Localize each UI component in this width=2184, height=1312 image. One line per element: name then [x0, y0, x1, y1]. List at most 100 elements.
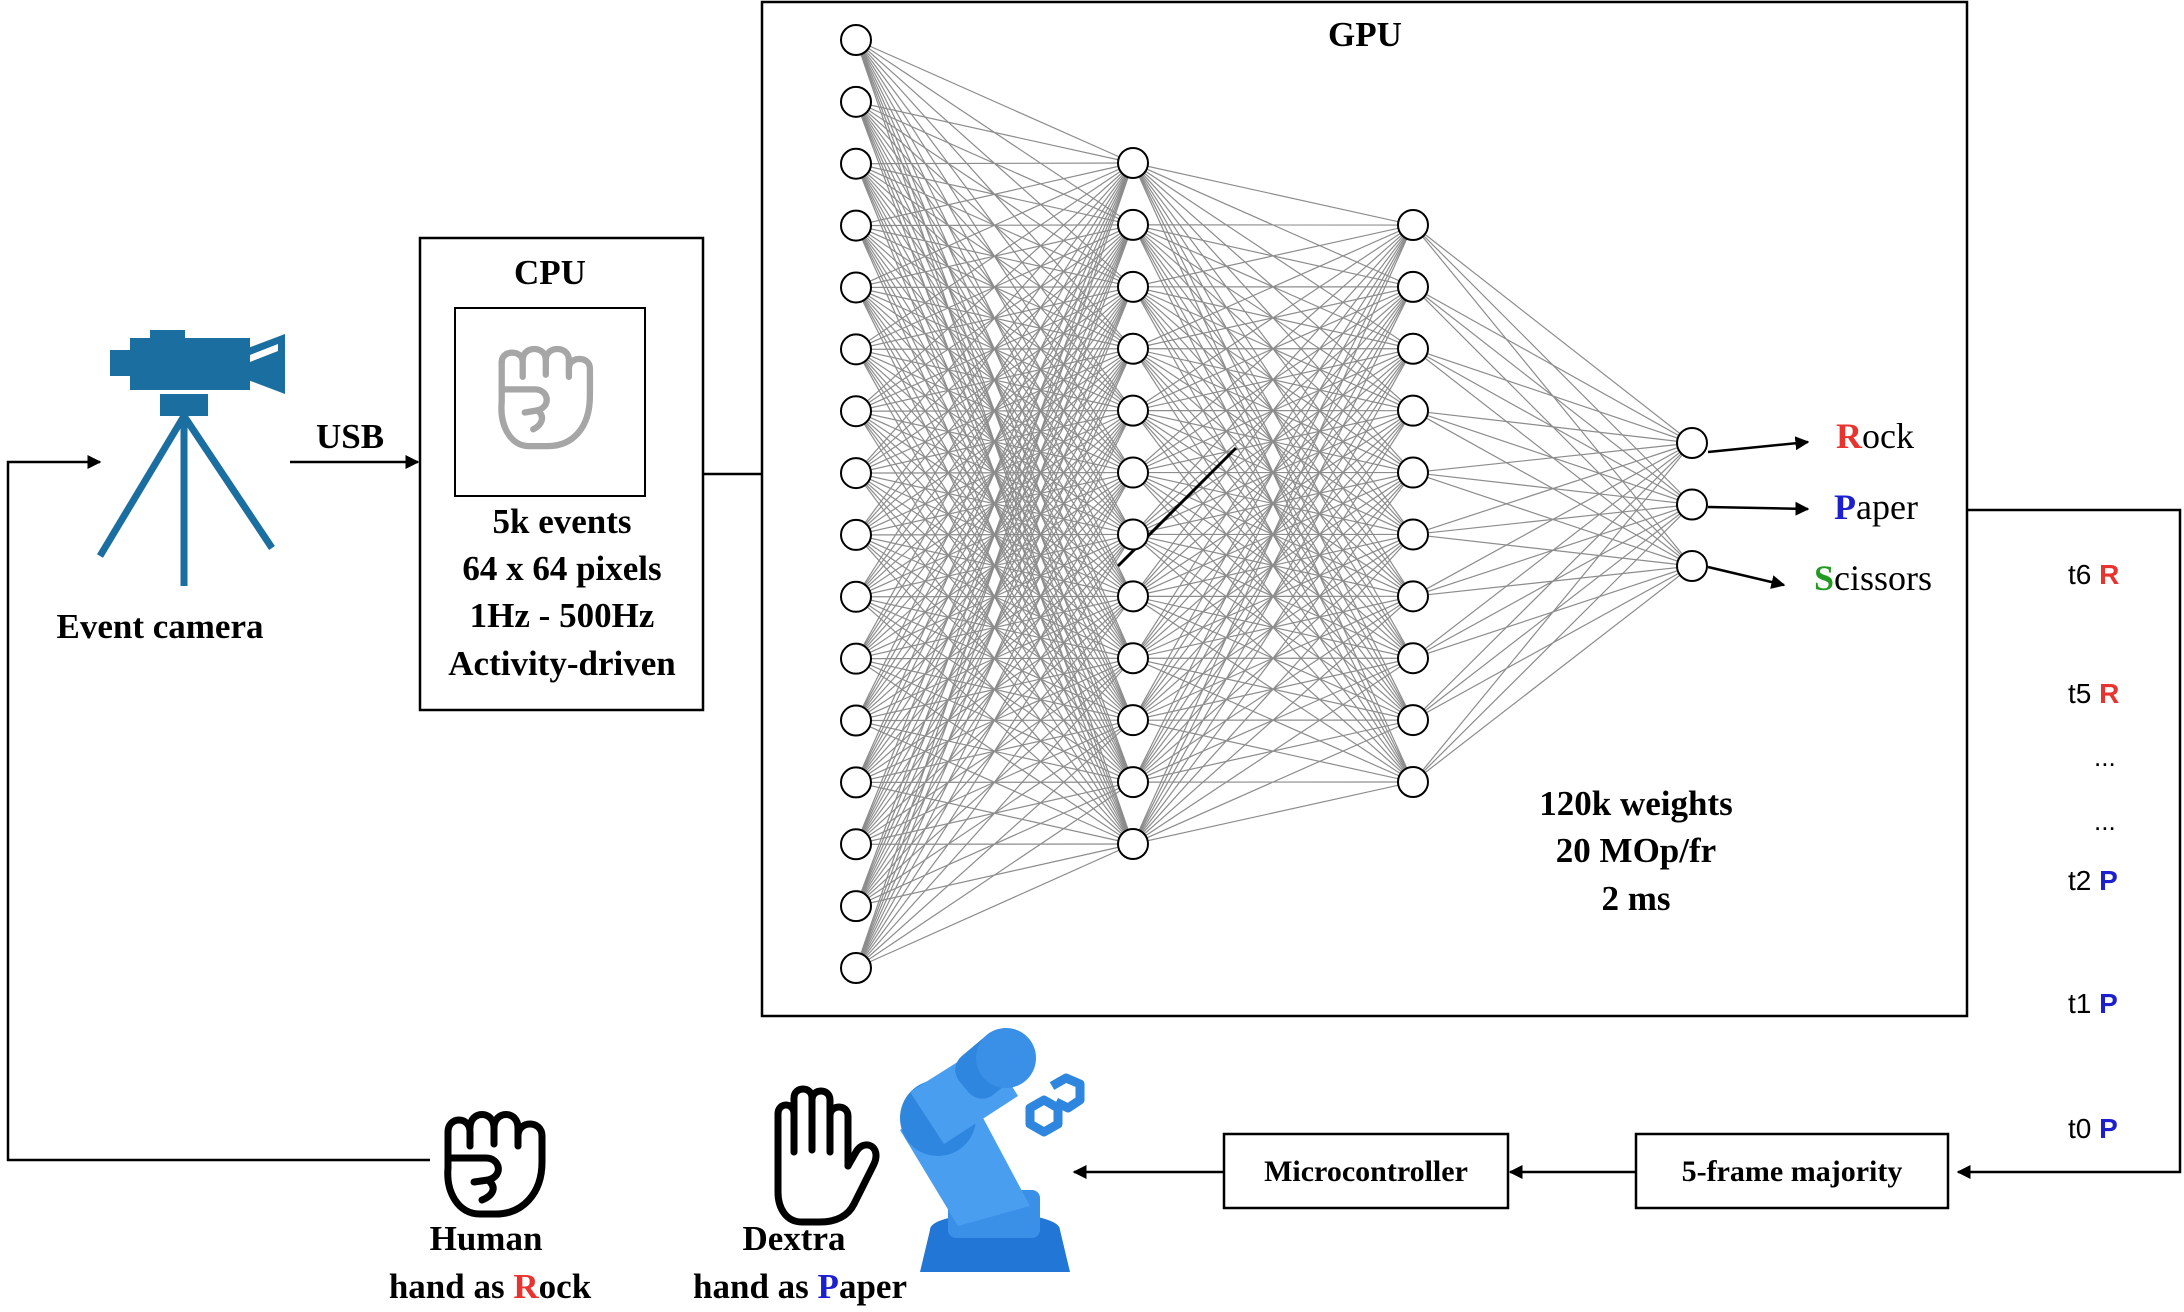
neuron	[1397, 766, 1429, 798]
neuron	[1397, 642, 1429, 675]
network-connection	[1132, 657, 1414, 845]
network-connection	[1412, 224, 1693, 444]
neuron	[1117, 270, 1149, 303]
timeline-time: t0	[2068, 1113, 2091, 1144]
network-connection	[855, 162, 1134, 969]
cpu-event-frame	[454, 307, 646, 497]
majority-label: 5-frame majority	[1682, 1155, 1903, 1188]
network-connection	[855, 162, 1134, 412]
network-connection	[1412, 442, 1693, 597]
network-connection	[1132, 348, 1414, 845]
network-connection	[1412, 442, 1693, 721]
network-connection	[855, 162, 1134, 536]
neuron	[840, 952, 872, 984]
neuron	[840, 85, 872, 118]
output-arrow-rock	[1707, 436, 1810, 454]
neuron	[840, 890, 872, 923]
network-connection	[855, 410, 1134, 969]
human-rest: ock	[539, 1267, 592, 1306]
network-connection	[855, 39, 1134, 164]
neural-network-connections	[855, 39, 1693, 969]
network-connection	[1412, 348, 1693, 444]
neuron	[1397, 209, 1429, 241]
output-arrow-paper	[1707, 501, 1810, 516]
network-connection	[1132, 224, 1414, 412]
neuron	[1117, 704, 1149, 737]
timeline-ellipsis: ...	[2094, 742, 2116, 772]
neuron	[840, 209, 872, 242]
dextra-initial: P	[818, 1267, 839, 1306]
cpu-line-frequency: 1Hz - 500Hz	[470, 596, 655, 635]
robot-arm-icon	[900, 1028, 1085, 1272]
prediction-timeline: t6 R t5 R ... ... t2 P t1 P t0 P	[2068, 559, 2119, 1144]
network-connection	[1412, 442, 1693, 474]
neuron	[1397, 394, 1429, 427]
output-neuron	[1676, 488, 1708, 521]
network-connection	[1132, 534, 1414, 845]
timeline-label: P	[2099, 1113, 2118, 1144]
neuron	[1397, 580, 1429, 613]
neuron	[840, 704, 872, 737]
timeline-entry: t2 P	[2068, 865, 2118, 896]
neuron	[1397, 456, 1429, 489]
microcontroller-box	[1222, 1132, 1510, 1210]
network-connection	[1412, 410, 1693, 444]
network-connection	[855, 534, 1134, 969]
timeline-ellipsis: ...	[2094, 806, 2116, 836]
network-connection	[1132, 224, 1414, 350]
neuron	[1397, 270, 1429, 303]
network-connection	[1132, 224, 1414, 721]
network-connection	[855, 781, 1134, 969]
network-connection	[855, 472, 1134, 969]
output-label-rock: Rock	[1836, 416, 1914, 456]
neuron	[1117, 518, 1149, 551]
network-connection	[1132, 472, 1414, 845]
microcontroller-label: Microcontroller	[1264, 1155, 1468, 1188]
network-connection	[855, 596, 1134, 969]
output-neuron	[1676, 427, 1708, 459]
timeline-time: t5	[2068, 678, 2091, 709]
network-connection	[1132, 224, 1414, 845]
output-label-paper: Paper	[1834, 487, 1918, 527]
neuron	[840, 642, 872, 675]
network-connection	[855, 224, 1134, 969]
cpu-line-resolution: 64 x 64 pixels	[462, 549, 661, 588]
network-connection	[855, 162, 1134, 165]
human-prefix: hand as	[389, 1267, 514, 1306]
output-neuron	[1676, 550, 1708, 582]
gpu-stat-ops: 20 MOp/fr	[1556, 831, 1716, 870]
network-connection	[855, 162, 1134, 227]
dextra-prefix: hand as	[693, 1267, 818, 1306]
human-label-line1: Human	[430, 1219, 543, 1258]
network-connection	[1132, 595, 1414, 845]
human-to-camera-path	[6, 455, 430, 1162]
gpu-to-majority-path	[1956, 508, 2182, 1179]
timeline-entry: t5 R	[2068, 678, 2119, 709]
neuron	[840, 828, 872, 861]
neuron	[840, 271, 872, 304]
network-connection	[1132, 719, 1414, 845]
cpu-line-events: 5k events	[492, 502, 631, 541]
network-connection	[855, 162, 1134, 659]
output-rest-scissors: cissors	[1834, 558, 1932, 598]
timeline-entry: t6 R	[2068, 559, 2119, 590]
network-connection	[855, 348, 1134, 969]
human-label-line2: hand as Rock	[389, 1267, 592, 1306]
network-connection	[855, 162, 1134, 845]
gpu-stat-weights: 120k weights	[1539, 784, 1733, 823]
neuron	[1117, 394, 1149, 427]
network-connection	[1412, 286, 1693, 444]
output-initial-paper: P	[1834, 487, 1856, 527]
neuron	[1117, 642, 1149, 675]
fist-icon	[444, 1111, 546, 1218]
timeline-entry: t0 P	[2068, 1113, 2118, 1144]
output-rest-paper: aper	[1856, 487, 1918, 527]
network-connection	[1132, 224, 1414, 473]
open-hand-icon	[774, 1085, 880, 1226]
fist-icon	[498, 345, 594, 450]
dextra-label-line2: hand as Paper	[693, 1267, 907, 1306]
neural-network-neurons	[840, 24, 1708, 984]
majority-box	[1634, 1132, 1950, 1210]
neuron	[1117, 580, 1149, 613]
